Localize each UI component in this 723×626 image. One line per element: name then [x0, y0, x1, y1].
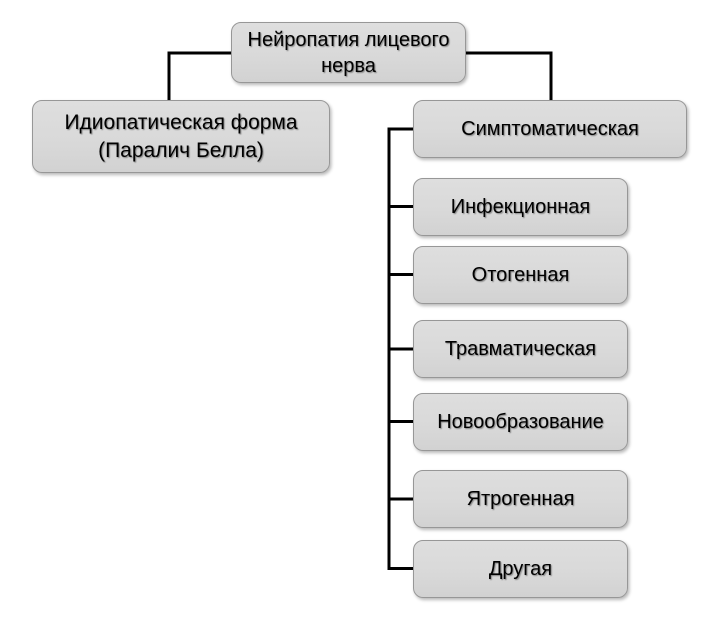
node-label: Травматическая [444, 338, 597, 360]
node-label: Новообразование [437, 411, 604, 433]
node-label: Инфекционная [450, 196, 591, 218]
node-label-line: Идиопатическая форма [64, 111, 298, 135]
node-label-line: (Паралич Белла) [98, 138, 264, 162]
connector-root-to-symptomatic [466, 51, 553, 100]
connector-root-to-idiopathic [167, 51, 231, 100]
node-label: Другая [488, 558, 553, 580]
node-otogenic: Отогенная [413, 246, 628, 304]
node-label: Симптоматическая [461, 118, 639, 140]
node-infectious: Инфекционная [413, 178, 628, 236]
node-root-facial-nerve-neuropathy: Нейропатия лицевого нерва [231, 22, 466, 83]
node-symptomatic: Симптоматическая [413, 100, 687, 158]
node-label-line: Нейропатия лицевого [247, 28, 450, 51]
node-iatrogenic: Ятрогенная [413, 470, 628, 528]
node-other: Другая [413, 540, 628, 598]
node-neoplasm: Новообразование [413, 393, 628, 451]
node-label: Отогенная [471, 264, 570, 286]
node-traumatic: Травматическая [413, 320, 628, 378]
node-label-line: нерва [321, 54, 376, 77]
node-idiopathic-form: Идиопатическая форма (Паралич Белла) [32, 100, 330, 173]
node-label: Ятрогенная [466, 488, 575, 510]
